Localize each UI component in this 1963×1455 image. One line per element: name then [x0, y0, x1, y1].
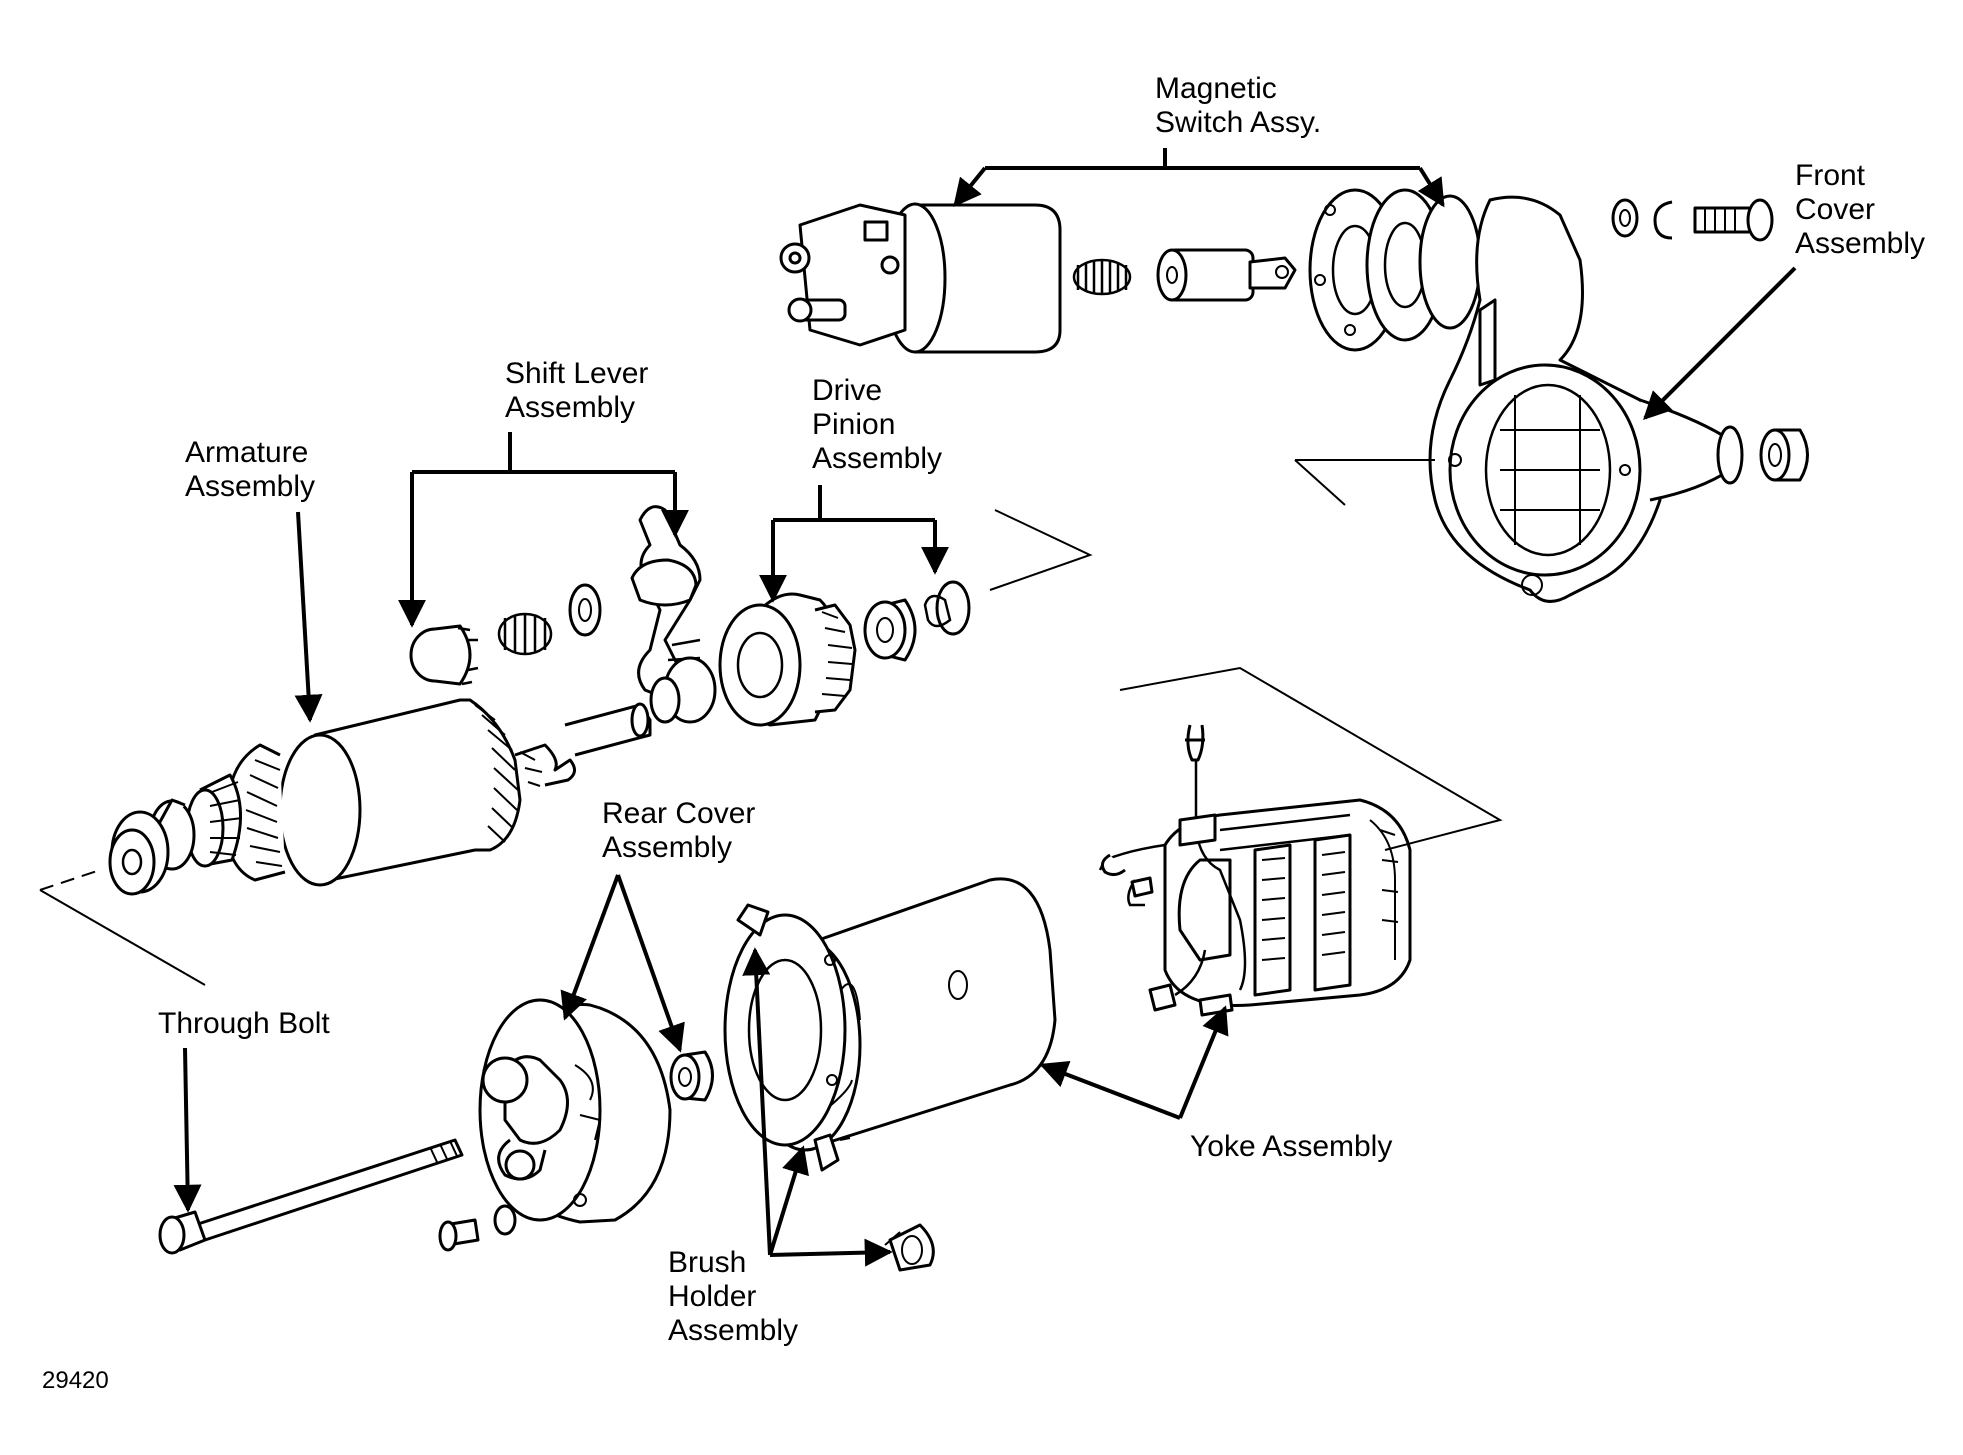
figure-number: 29420	[42, 1367, 109, 1394]
label-armature-1: Armature	[185, 436, 308, 469]
label-front-cover-2: Cover	[1795, 193, 1875, 226]
label-shift-lever-1: Shift Lever	[505, 357, 648, 390]
pinion-stop-collar	[863, 580, 971, 662]
label-rear-cover-1: Rear Cover	[602, 797, 755, 830]
field-coils-part	[1098, 724, 1412, 1017]
shift-lever-part	[409, 505, 702, 702]
label-magnetic-switch-1: Magnetic	[1155, 72, 1277, 105]
label-armature-2: Assembly	[185, 470, 315, 503]
plunger-spring	[1072, 258, 1132, 296]
label-magnetic-switch-2: Switch Assy.	[1155, 106, 1321, 139]
label-yoke: Yoke Assembly	[1190, 1130, 1392, 1163]
label-brush-holder-3: Assembly	[668, 1314, 798, 1347]
label-drive-pinion-2: Pinion	[812, 408, 895, 441]
drive-pinion-part	[649, 580, 971, 727]
label-front-cover-3: Assembly	[1795, 227, 1925, 260]
plunger	[1156, 248, 1297, 302]
label-drive-pinion-1: Drive	[812, 374, 882, 407]
rear-cover-part	[438, 998, 714, 1252]
lever-spring	[497, 612, 553, 656]
armature-axis-dash	[39, 869, 101, 891]
front-cover-part	[1294, 188, 1809, 603]
leader-lines	[173, 148, 1797, 1267]
brush-spring	[884, 1223, 935, 1272]
label-front-cover-1: Front	[1795, 159, 1866, 192]
through-bolt-part	[158, 1138, 464, 1255]
armature-part	[108, 698, 652, 896]
yoke-axis-line	[1119, 666, 1503, 851]
rear-cover-screw	[438, 1204, 517, 1252]
front-bushing	[1759, 428, 1809, 482]
magnetic-switch-part	[779, 202, 1297, 354]
front-cover-hardware	[1611, 198, 1774, 242]
label-brush-holder-2: Holder	[668, 1280, 756, 1313]
label-brush-holder-1: Brush	[668, 1246, 746, 1279]
label-through-bolt: Through Bolt	[158, 1007, 330, 1040]
label-shift-lever-2: Assembly	[505, 391, 635, 424]
label-drive-pinion-3: Assembly	[812, 442, 942, 475]
drive-axis-line	[989, 509, 1093, 591]
armature-axis-line	[39, 889, 206, 986]
label-rear-cover-2: Assembly	[602, 831, 732, 864]
rear-bushing	[669, 1050, 714, 1102]
